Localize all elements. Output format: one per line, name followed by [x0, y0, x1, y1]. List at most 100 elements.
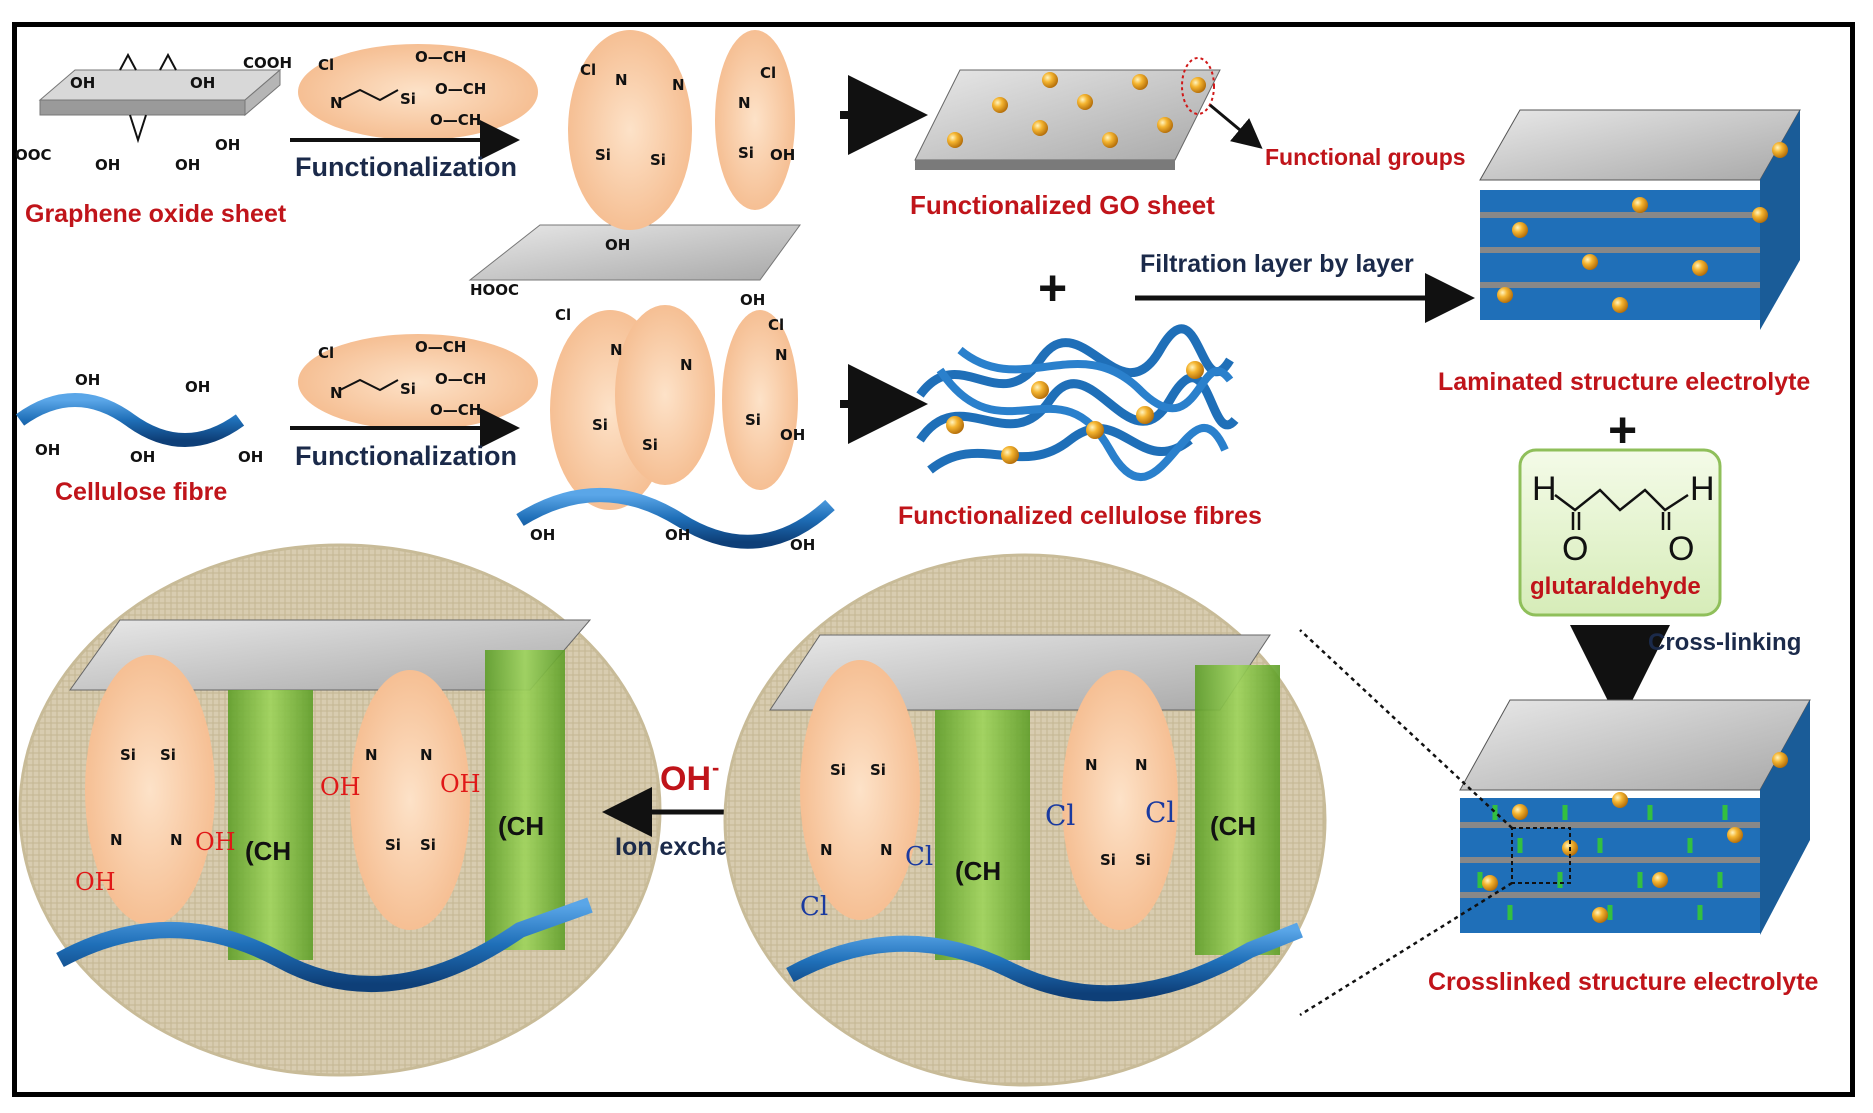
svg-text:N: N	[1135, 756, 1148, 774]
svg-text:Cl: Cl	[768, 316, 784, 334]
svg-text:H: H	[1532, 470, 1557, 508]
svg-text:OH: OH	[780, 426, 805, 444]
svg-text:Si: Si	[642, 436, 658, 454]
svg-text:N: N	[672, 76, 685, 94]
svg-text:Cl: Cl	[1145, 796, 1175, 829]
svg-text:OH: OH	[75, 868, 116, 896]
svg-text:O: O	[1668, 530, 1694, 568]
svg-text:N: N	[775, 346, 788, 364]
silane-group: Cl N Si O—CH O—CH O—CH	[298, 334, 538, 430]
laminated-label: Laminated structure electrolyte	[1438, 368, 1810, 396]
svg-text:OH: OH	[605, 236, 630, 254]
graphene-oxide-sheet: OH OH COOH OOC OH OH OH	[15, 52, 292, 174]
callout-line-top	[1299, 629, 1513, 829]
svg-text:Si: Si	[745, 411, 761, 429]
glutaraldehyde-label: glutaraldehyde	[1530, 573, 1701, 600]
zoom-circle-cl-form: Si Si N N N N Si Si Cl Cl Cl Cl (CH (CH	[723, 553, 1327, 1087]
silane-group: Cl N Si O—CH O—CH O—CH	[298, 44, 538, 140]
crosslinked-label: Crosslinked structure electrolyte	[1428, 968, 1819, 996]
svg-text:O—CH: O—CH	[415, 338, 466, 356]
svg-text:OH: OH	[195, 828, 236, 856]
oh-minus-label: OH	[660, 760, 711, 798]
svg-text:Cl: Cl	[318, 344, 334, 362]
svg-text:OH: OH	[35, 441, 60, 459]
graphene-oxide-label: Graphene oxide sheet	[25, 200, 287, 228]
cellulose-oh-groups: OH OH OH OH OH	[35, 371, 263, 466]
svg-text:OH: OH	[320, 773, 361, 801]
svg-text:N: N	[110, 831, 123, 849]
svg-text:O—CH: O—CH	[415, 48, 466, 66]
zoom-circle-oh-form: Si Si N N N N Si Si OH OH OH OH (CH (CH	[18, 543, 662, 1077]
svg-text:(CH: (CH	[245, 836, 291, 866]
go-oh-label: OH	[70, 74, 95, 92]
functionalized-go-label: Functionalized GO sheet	[910, 190, 1215, 220]
crosslinked-structure	[1459, 699, 1811, 935]
svg-text:(CH: (CH	[1210, 811, 1256, 841]
glutaraldehyde-box: H H O O glutaraldehyde	[1518, 448, 1722, 617]
filtration-label: Filtration layer by layer	[1140, 250, 1414, 278]
functionalization-label-1: Functionalization	[295, 152, 517, 182]
svg-text:Si: Si	[592, 416, 608, 434]
svg-text:N: N	[680, 356, 693, 374]
svg-text:O—CH: O—CH	[435, 370, 486, 388]
svg-text:Si: Si	[120, 746, 136, 764]
svg-text:N: N	[820, 841, 833, 859]
go-oh-label: OH	[175, 156, 200, 174]
svg-text:Si: Si	[400, 380, 416, 398]
svg-text:OH: OH	[238, 448, 263, 466]
svg-text:N: N	[330, 384, 343, 402]
svg-text:OH: OH	[75, 371, 100, 389]
svg-text:O—CH: O—CH	[435, 80, 486, 98]
svg-text:Si: Si	[1100, 851, 1116, 869]
svg-text:N: N	[610, 341, 623, 359]
svg-text:N: N	[365, 746, 378, 764]
svg-text:OH: OH	[665, 526, 690, 544]
go-cooh-label: COOH	[243, 54, 292, 72]
svg-text:O—CH: O—CH	[430, 111, 481, 129]
functionalized-go-sheet	[914, 57, 1263, 170]
cross-linking-label: Cross-linking	[1648, 629, 1801, 656]
svg-text:Cl: Cl	[1045, 799, 1075, 832]
cellulose-label: Cellulose fibre	[55, 478, 227, 506]
svg-text:OH: OH	[790, 536, 815, 554]
svg-text:OH: OH	[130, 448, 155, 466]
functionalized-cellulose-structure: Cl N N Cl N Si Si Si OH OH OH OH	[516, 305, 835, 554]
svg-text:Cl: Cl	[555, 306, 571, 324]
svg-text:Si: Si	[400, 90, 416, 108]
svg-text:Si: Si	[738, 144, 754, 162]
callout-line-bottom	[1299, 881, 1513, 1017]
svg-text:N: N	[1085, 756, 1098, 774]
svg-text:OH: OH	[530, 526, 555, 544]
plus-sign-1: +	[1038, 260, 1067, 316]
cellulose-fibre	[15, 393, 245, 447]
laminated-structure	[1479, 109, 1801, 330]
svg-text:Si: Si	[385, 836, 401, 854]
svg-text:OH: OH	[440, 770, 481, 798]
svg-text:HOOC: HOOC	[470, 281, 519, 299]
svg-text:(CH: (CH	[498, 811, 544, 841]
svg-text:N: N	[170, 831, 183, 849]
svg-text:OH: OH	[770, 146, 795, 164]
svg-text:Si: Si	[595, 146, 611, 164]
svg-text:OH: OH	[185, 378, 210, 396]
functionalized-cellulose-label: Functionalized cellulose fibres	[898, 502, 1262, 530]
svg-text:Si: Si	[420, 836, 436, 854]
svg-text:N: N	[330, 94, 343, 112]
svg-text:H: H	[1690, 470, 1715, 508]
svg-text:OH: OH	[740, 291, 765, 309]
svg-text:Cl: Cl	[318, 56, 334, 74]
svg-text:Cl: Cl	[800, 892, 828, 922]
svg-text:Cl: Cl	[905, 842, 933, 872]
go-oh-label: OH	[95, 156, 120, 174]
svg-text:Si: Si	[830, 761, 846, 779]
svg-text:N: N	[880, 841, 893, 859]
go-oh-label: OH	[215, 136, 240, 154]
svg-text:Si: Si	[650, 151, 666, 169]
svg-text:Cl: Cl	[760, 64, 776, 82]
svg-text:N: N	[615, 71, 628, 89]
svg-text:Si: Si	[870, 761, 886, 779]
go-ooc-label: OOC	[15, 146, 52, 164]
functionalized-cellulose-fibres	[916, 324, 1239, 481]
svg-text:Cl: Cl	[580, 61, 596, 79]
